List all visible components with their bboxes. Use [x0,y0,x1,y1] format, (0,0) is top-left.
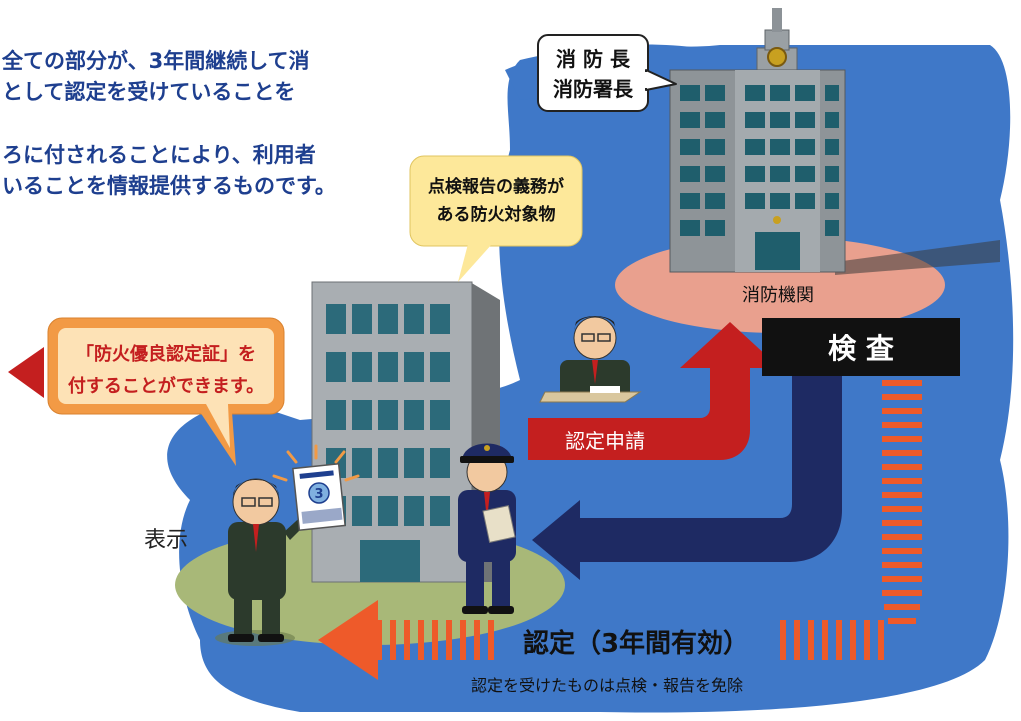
inspection-return-arrow [532,376,842,580]
intro-line-1: 全ての部分が、3年間継続して消 [1,49,310,73]
badge-number: 3 [314,487,323,502]
inspection-label-box [762,318,960,376]
certification-dashed-horizontal [376,620,884,660]
fire-officer-figure [458,443,516,614]
target-building-line-1: 点検報告の義務が [428,176,564,197]
exemption-label: 認定を受けたものは点検・報告を免除 [471,676,743,695]
inspection-label: 検 査 [828,332,894,365]
certificate-holder-figure [215,478,312,646]
fire-chief-line-2: 消防署長 [553,77,634,101]
intro-line-3: ろに付されることにより、利用者 [2,143,316,167]
certificate-line-2: 付することができます。 [68,375,264,397]
fire-chief-line-1: 消 防 長 [556,47,631,71]
target-building [311,281,500,583]
application-arrow [528,322,780,460]
fire-department-label: 消防機関 [742,285,814,306]
desk-official-figure [539,316,642,403]
application-label: 認定申請 [565,429,645,453]
intro-line-2: として認定を受けていることを [2,80,295,104]
certification-arrow-head [318,600,378,680]
fire-department-building [669,8,1000,275]
left-red-pointer [8,347,44,398]
certificate-line-1: 「防火優良認定証」を [76,343,256,365]
certification-label: 認定（3年間有効） [523,628,749,659]
target-building-callout [409,155,583,282]
certification-dashed-vertical [882,380,922,624]
display-label: 表示 [144,528,188,553]
certificate-callout [47,317,285,466]
fire-chief-callout [537,34,677,112]
intro-line-4: いることを情報提供するものです。 [2,174,336,198]
certificate-badge-icon [272,444,360,532]
target-building-line-2: ある防火対象物 [437,204,556,225]
